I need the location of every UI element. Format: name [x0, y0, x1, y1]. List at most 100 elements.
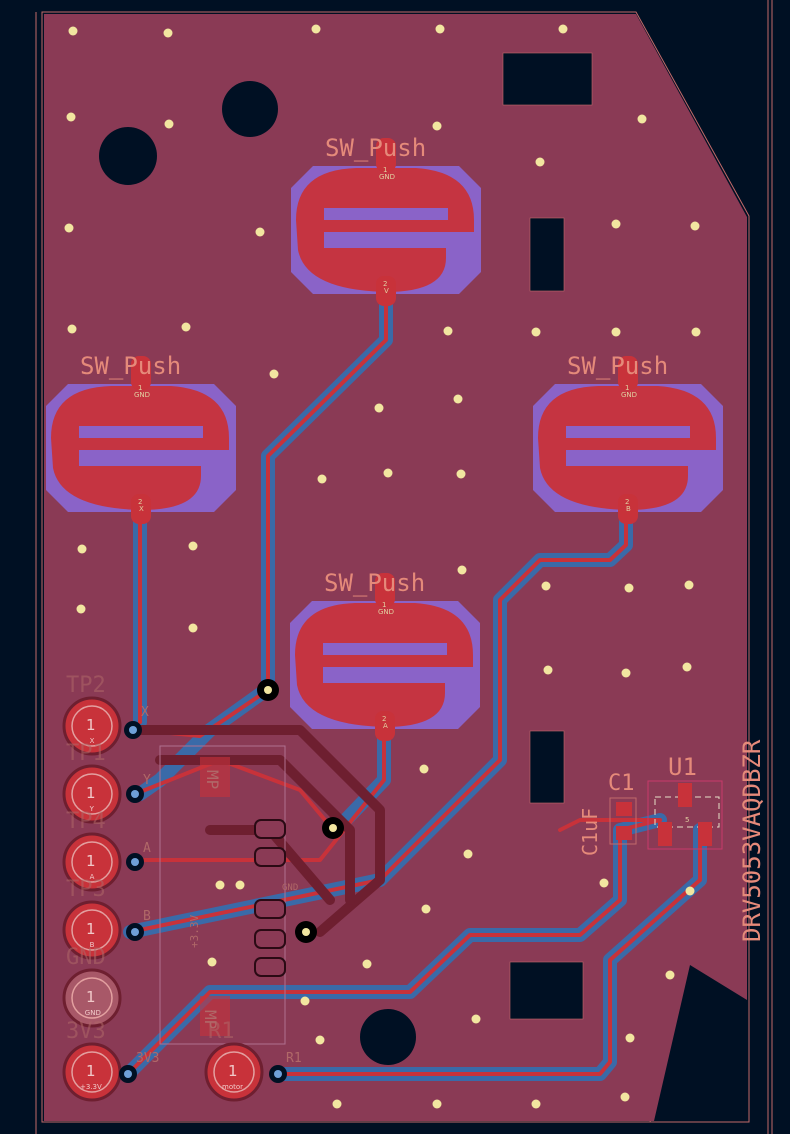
testpoint-ref: GND: [66, 945, 106, 970]
switch-gap: [324, 208, 448, 220]
switch-pad-2: [131, 494, 151, 524]
via: [311, 24, 321, 34]
via: [637, 114, 647, 124]
testpoint-ring: [71, 705, 113, 747]
testpoint-net: A: [90, 873, 95, 881]
trace-via-drill: [302, 928, 310, 936]
via: [624, 583, 634, 593]
switch-pad2-number: 2: [138, 498, 142, 506]
switch-pad1-number: 1: [383, 166, 387, 174]
switch-pad2-number: 2: [382, 715, 386, 723]
via: [421, 904, 431, 914]
board-outline: [41, 11, 750, 1123]
testpoint-ring: [213, 1051, 255, 1093]
via: [207, 957, 217, 967]
via: [541, 581, 551, 591]
via: [558, 24, 568, 34]
cutout: [502, 52, 593, 106]
cutout: [509, 961, 584, 1020]
via: [531, 1099, 541, 1109]
via: [599, 878, 609, 888]
switch-pad1-net: GND: [378, 608, 394, 616]
switch-pad1-number: 1: [625, 384, 629, 392]
ic-u1: 5 U1 DRV5053VAQDBZR: [647, 739, 766, 942]
switch-pad-1: [375, 573, 395, 607]
switch-pad1-number: 1: [138, 384, 142, 392]
switch-pad1-net: GND: [621, 391, 637, 399]
switch-pad1-net: GND: [379, 173, 395, 181]
via: [181, 322, 191, 332]
testpoint-pin: 1: [228, 1062, 238, 1080]
switch-pad1-number: 1: [382, 601, 386, 609]
via: [684, 580, 694, 590]
via: [611, 327, 621, 337]
testpoint-side-label: 3V3: [136, 1051, 159, 1066]
via: [625, 1033, 635, 1043]
via: [471, 1014, 481, 1024]
testpoint-side-label: R1: [286, 1051, 302, 1066]
via: [685, 886, 695, 896]
cutout: [529, 217, 565, 292]
via: [67, 324, 77, 334]
via: [682, 662, 692, 672]
via: [68, 26, 78, 36]
testpoint-ring: [71, 841, 113, 883]
testpoint-pin: 1: [86, 716, 96, 734]
switch-pad-1: [618, 356, 638, 390]
via: [374, 403, 384, 413]
via: [665, 970, 675, 980]
u1-ref: U1: [668, 753, 697, 781]
via: [432, 1099, 442, 1109]
via: [456, 469, 466, 479]
switch-pad-1: [376, 138, 396, 172]
via: [611, 219, 621, 229]
via: [76, 604, 86, 614]
testpoint-ref: 3V3: [66, 1019, 106, 1044]
testpoint-pin: 1: [86, 852, 96, 870]
testpoint-ring: [71, 1051, 113, 1093]
testpoint-ring: [71, 909, 113, 951]
u1-pad-label: 5: [685, 816, 689, 824]
switch-pad-2: [375, 711, 395, 741]
mcu-label-bottom: MP: [201, 1010, 220, 1029]
switch-pad2-net: A: [383, 722, 388, 730]
u1-part: DRV5053VAQDBZR: [738, 739, 766, 942]
testpoint-pin: 1: [86, 1062, 96, 1080]
testpoint-ref: R1: [208, 1019, 235, 1044]
testpoint-net: GND: [85, 1009, 101, 1017]
mounting-hole: [360, 1009, 416, 1065]
via: [691, 327, 701, 337]
testpoint-pin: 1: [86, 920, 96, 938]
c1-value: C1uF: [578, 808, 602, 856]
switch-pad1-net: GND: [134, 391, 150, 399]
trace-via-drill: [329, 824, 337, 832]
testpoint-ring: [71, 977, 113, 1019]
via: [362, 959, 372, 969]
testpoint-pin: 1: [86, 784, 96, 802]
trace-via-drill: [264, 686, 272, 694]
testpoint-side-label: Y: [143, 773, 151, 788]
via: [332, 1099, 342, 1109]
testpoint-net: motor: [222, 1083, 243, 1091]
via: [300, 996, 310, 1006]
via: [435, 24, 445, 34]
via: [66, 112, 76, 122]
via: [317, 474, 327, 484]
testpoint-side-label: B: [143, 909, 151, 924]
testpoint-ref: TP2: [66, 673, 106, 698]
switch-pad2-net: B: [626, 505, 631, 513]
switch-pad2-net: V: [384, 287, 389, 295]
testpoint-via-drill: [129, 726, 137, 734]
testpoint-net: B: [90, 941, 95, 949]
via: [621, 668, 631, 678]
testpoint-pin: 1: [86, 988, 96, 1006]
mounting-hole: [222, 81, 278, 137]
testpoint-ref: TP1: [66, 741, 106, 766]
